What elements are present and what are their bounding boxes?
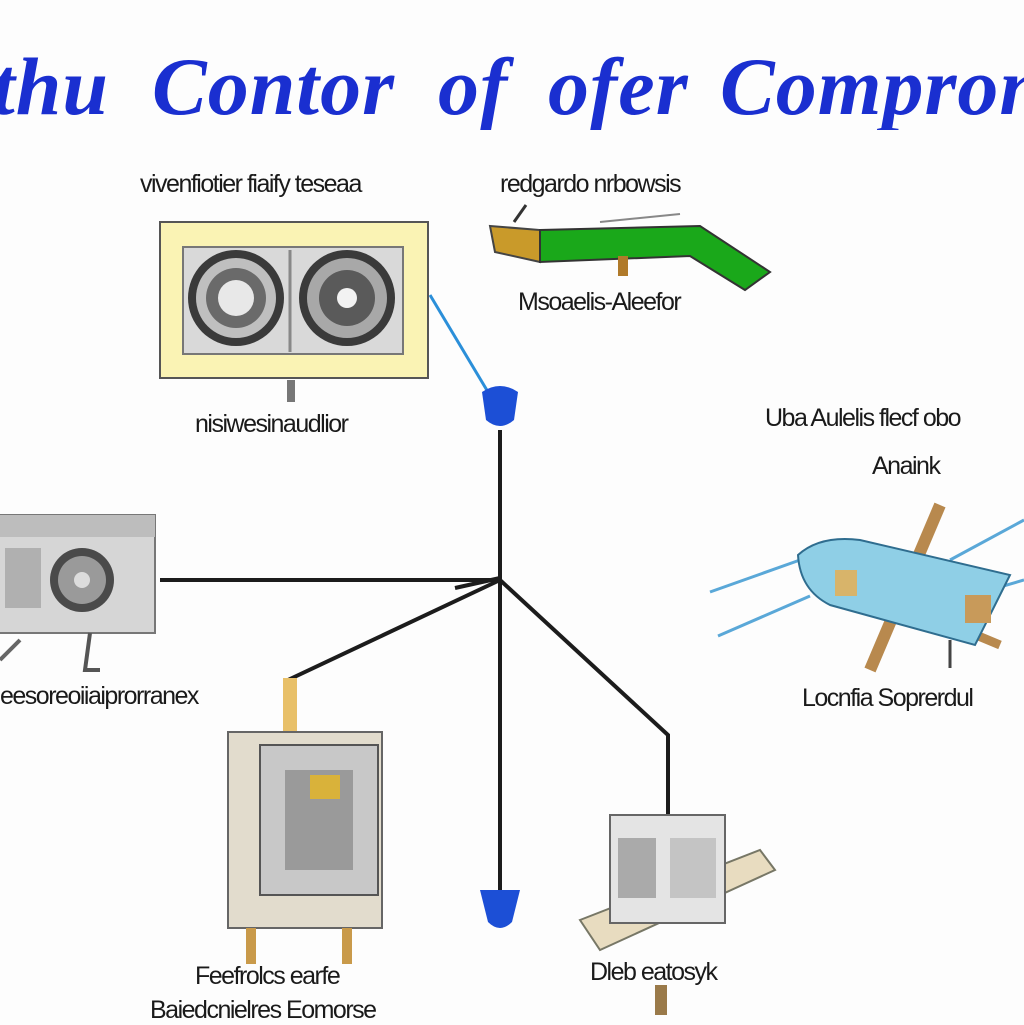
title-word-3: of [438,41,509,130]
pipe-nozzle[interactable] [488,204,772,292]
bottom-right-caption: Dleb eatosyk [590,958,718,986]
gauge-panel[interactable] [159,221,429,402]
title-word-4: ofer [548,41,689,130]
bottom-left-caption-line-1: Feefrolcs earfe [195,962,341,990]
ac-unit[interactable] [0,514,156,672]
panel-caption: nisiwesinaudlior [195,410,349,438]
cabinet-unit[interactable] [227,678,383,964]
title-word-5: Compron [720,41,1024,130]
left-dial-icon [188,250,284,346]
bottom-connector-icon [480,890,520,928]
compressor-unit[interactable] [578,814,777,1015]
title-word-2: Contor [152,41,395,130]
pipe-caption: Msoaelis-Aleefor [518,288,682,316]
right-dial-icon [299,250,395,346]
right-heading-line-2: Anaink [872,452,941,480]
blue-wire [428,294,490,393]
drone[interactable] [709,502,1024,673]
top-right-caption: redgardo nrbowsis [500,170,682,198]
diagram-title: thu Contor of ofer Compron [0,40,1024,130]
top-left-caption: vivenfiotier fiaify teseaa [140,170,362,198]
left-caption: eesoreoiiaiprorranex [0,682,199,710]
blue-connector-icon [482,386,518,426]
bottom-left-caption-line-2: Baiedcnielres Eomorse [150,996,377,1024]
title-word-1: thu [0,41,109,130]
right-caption: Locnfia Soprerdul [802,684,974,712]
right-heading-line-1: Uba Aulelis flecf obo [765,404,962,432]
